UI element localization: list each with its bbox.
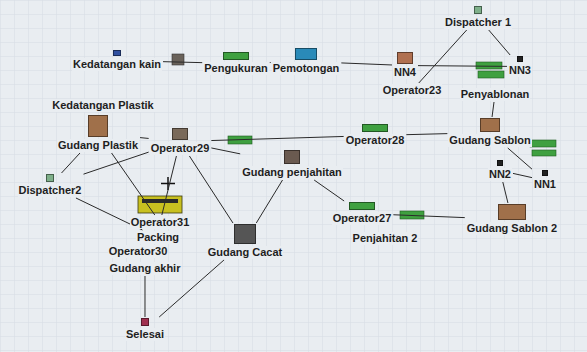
object-label: NN1 xyxy=(533,178,557,191)
connection-line xyxy=(140,137,149,139)
object-label: Selesai xyxy=(125,328,165,341)
object-label: Kedatangan kain xyxy=(72,58,162,71)
connection-line xyxy=(508,148,532,169)
object-label: Pengukuran xyxy=(203,62,269,75)
sim-object: Dispatcher 1 xyxy=(444,6,512,29)
sim-object: Penjahitan 2 xyxy=(352,232,419,245)
object-icon xyxy=(362,124,388,132)
object-label: Gudang Plastik xyxy=(57,139,139,152)
sim-object: Operator27 xyxy=(332,202,393,225)
connection-line xyxy=(314,180,344,201)
object-icon xyxy=(234,224,256,244)
object-label: Operator30 xyxy=(108,245,169,258)
object-label: Operator31 xyxy=(130,216,191,229)
sim-object: Kedatangan kain xyxy=(72,50,162,71)
sim-object: Operator31 xyxy=(130,216,191,229)
object-label: Pemotongan xyxy=(272,62,341,75)
connection-line xyxy=(341,63,392,65)
object-label: Dispatcher2 xyxy=(18,184,83,197)
sim-object: Selesai xyxy=(125,318,165,341)
object-label: NN2 xyxy=(488,168,512,181)
object-label: Penjahitan 2 xyxy=(352,232,419,245)
sim-object: Penyablonan xyxy=(460,88,530,101)
object-icon xyxy=(397,52,413,64)
sim-object: Operator29 xyxy=(150,128,211,155)
sim-object: NN2 xyxy=(488,160,512,181)
object-icon xyxy=(497,160,503,166)
connection-line xyxy=(513,173,532,177)
object-icon xyxy=(480,118,500,132)
object-icon xyxy=(498,204,526,220)
sim-object: Operator30 xyxy=(108,245,169,258)
sim-object: Pengukuran xyxy=(203,52,269,75)
connection-line xyxy=(256,180,282,223)
sim-object: NN4 xyxy=(393,52,417,79)
object-label: NN3 xyxy=(508,64,532,77)
object-icon xyxy=(113,50,121,56)
connection-line xyxy=(419,30,467,83)
object-label: Penyablonan xyxy=(460,88,530,101)
object-icon xyxy=(88,115,108,137)
object-label: Operator27 xyxy=(332,212,393,225)
sim-object: Operator28 xyxy=(345,124,406,147)
connection-line xyxy=(492,102,494,117)
sim-object: Gudang penjahitan xyxy=(241,150,343,179)
sim-object: Gudang Plastik xyxy=(57,115,139,152)
object-icon xyxy=(172,128,188,140)
connection-line xyxy=(144,276,145,317)
sim-object: Operator23 xyxy=(382,84,443,97)
connection-line xyxy=(503,182,508,203)
connection-line xyxy=(393,215,464,218)
object-icon xyxy=(141,318,149,326)
object-label: Gudang Sablon 2 xyxy=(466,222,558,235)
sim-object: Gudang Cacat xyxy=(207,224,284,259)
sim-object: Dispatcher2 xyxy=(18,174,83,197)
object-label: Dispatcher 1 xyxy=(444,16,512,29)
object-label: Gudang Cacat xyxy=(207,246,284,259)
object-icon xyxy=(517,56,523,62)
sim-object: NN3 xyxy=(508,56,532,77)
sim-object: Pemotongan xyxy=(272,48,341,75)
object-label: Packing xyxy=(136,231,180,244)
sim-object: Gudang Sablon 2 xyxy=(466,204,558,235)
object-label: Operator23 xyxy=(382,84,443,97)
object-icon xyxy=(474,6,482,14)
object-icon xyxy=(542,170,548,176)
connection-line xyxy=(418,65,507,67)
object-label: Operator29 xyxy=(150,142,211,155)
connection-line xyxy=(211,148,240,154)
object-label: NN4 xyxy=(393,66,417,79)
connection-line xyxy=(83,152,148,174)
connection-line xyxy=(489,30,510,55)
sim-object: Gudang akhir xyxy=(109,262,182,275)
sim-object: Gudang Sablon xyxy=(448,118,531,147)
object-label: Kedatangan Plastik xyxy=(51,99,154,112)
connection-line xyxy=(211,136,343,140)
connection-line xyxy=(163,61,202,63)
connection-line xyxy=(406,134,447,135)
object-icon xyxy=(295,48,317,60)
object-label: Gudang Sablon xyxy=(448,134,531,147)
object-icon xyxy=(284,150,300,164)
object-label: Gudang akhir xyxy=(109,262,182,275)
sim-object: NN1 xyxy=(533,170,557,191)
object-label: Operator28 xyxy=(345,134,406,147)
sim-object: Packing xyxy=(136,231,180,244)
object-icon xyxy=(349,202,375,210)
connection-line xyxy=(189,156,233,223)
object-icon xyxy=(46,174,54,182)
sim-object: Kedatangan Plastik xyxy=(51,99,154,112)
connection-line xyxy=(112,153,155,215)
object-label: Gudang penjahitan xyxy=(241,166,343,179)
connection-line xyxy=(162,156,177,215)
connection-line xyxy=(62,153,80,173)
object-icon xyxy=(223,52,249,60)
